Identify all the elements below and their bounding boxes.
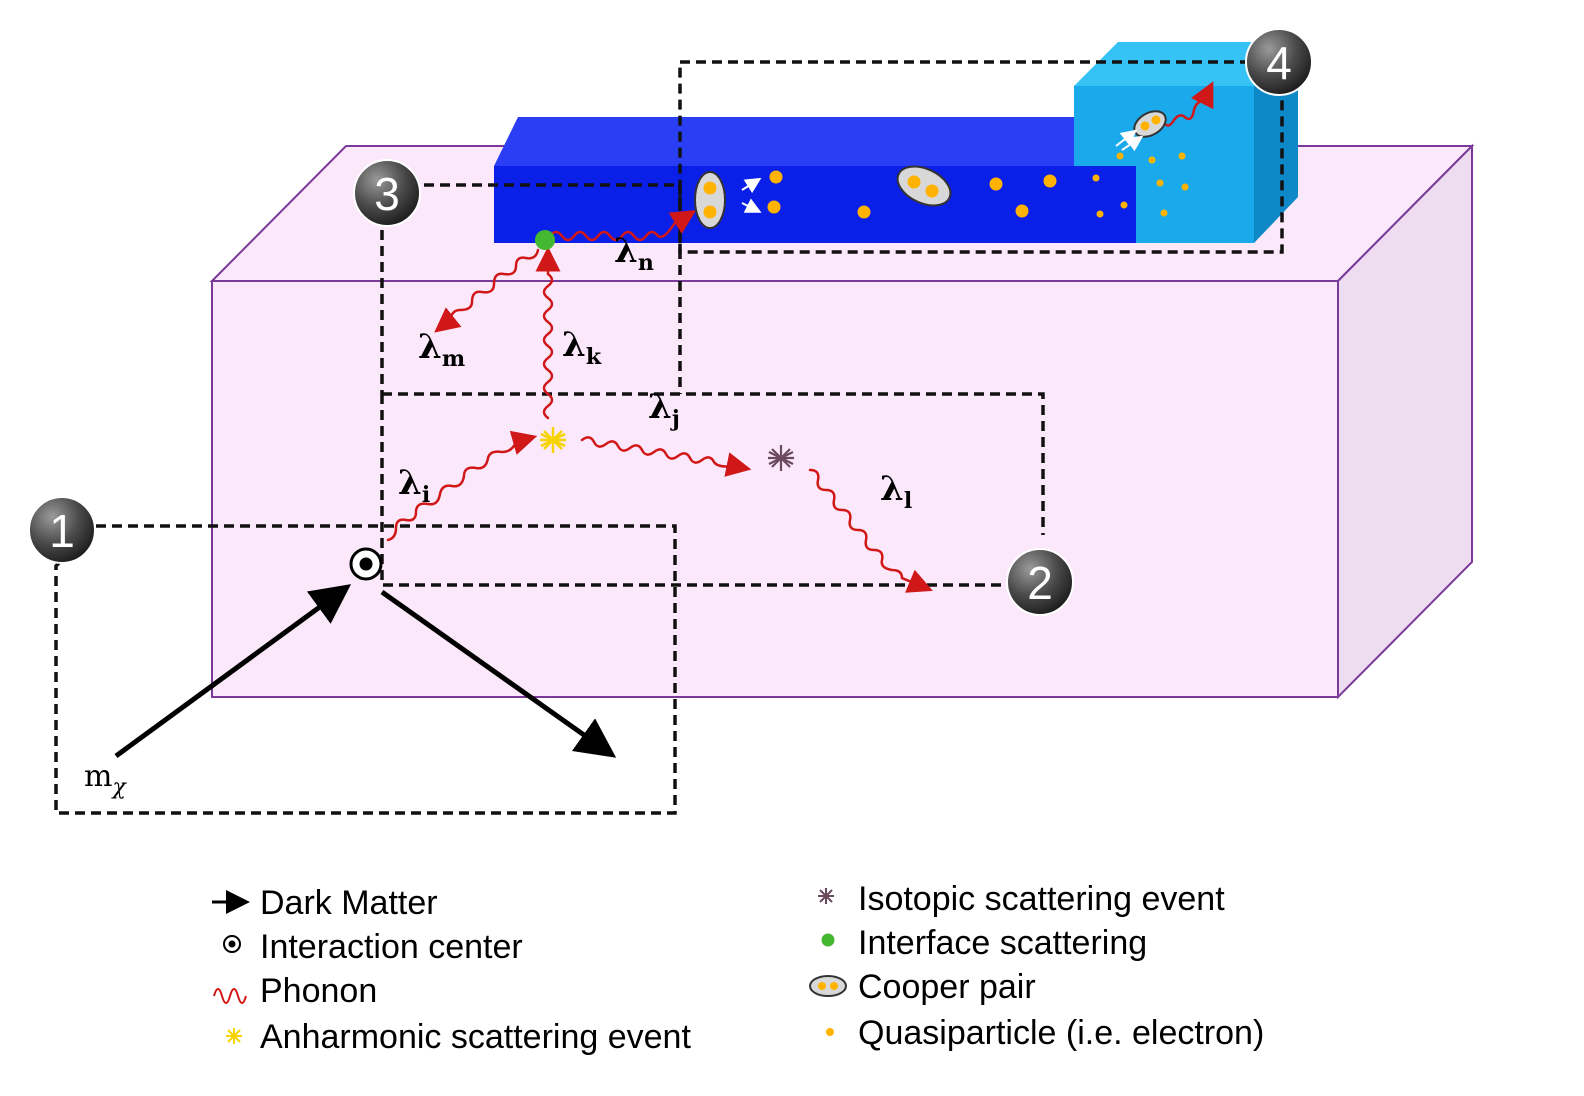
- anharmonic-scattering-icon: [540, 427, 566, 453]
- step-badge-4: 4: [1245, 28, 1313, 96]
- interface-dot-icon: [821, 933, 835, 947]
- phonon-wave-icon: [213, 988, 247, 1004]
- quasiparticle: [1148, 156, 1156, 164]
- lambda-m-label: λm: [418, 327, 465, 372]
- quasiparticle: [1181, 183, 1189, 191]
- svg-text:Phonon: Phonon: [260, 972, 377, 1010]
- svg-text:3: 3: [374, 168, 400, 220]
- isotopic-burst-icon: [818, 888, 834, 904]
- phonon-paths: [386, 81, 1214, 593]
- cooper-pair-film-middle: [896, 165, 952, 207]
- region-2-box: [382, 392, 1045, 535]
- cooper-pair-film-left: [694, 171, 726, 229]
- interface-scattering-dot: [535, 230, 555, 250]
- absorber-top-face: [1074, 42, 1298, 86]
- phonon-m: [434, 248, 540, 333]
- dark-matter-trajectory: [114, 584, 617, 759]
- lambda-j-label: λj: [648, 387, 680, 432]
- lambda-k-label: λk: [562, 325, 602, 370]
- step-badge-2: 2: [1006, 548, 1074, 616]
- dark-matter-outgoing-arrow: [380, 589, 617, 758]
- phonon-l: [808, 468, 933, 593]
- film-top-face: [494, 117, 1152, 166]
- quasiparticle: [1156, 179, 1164, 187]
- svg-text:Cooper pair: Cooper pair: [858, 968, 1036, 1006]
- step-badge-3: 3: [353, 159, 421, 227]
- legend-item-interaction-center: Interaction center: [223, 928, 523, 966]
- svg-text:Isotopic scattering event: Isotopic scattering event: [858, 880, 1225, 918]
- phonon-k: [535, 246, 561, 420]
- svg-text:Dark Matter: Dark Matter: [260, 884, 438, 922]
- quasiparticle: [1160, 209, 1168, 217]
- lambda-i-label: λi: [398, 463, 430, 508]
- phonon-i: [386, 430, 538, 542]
- svg-text:Anharmonic scattering event: Anharmonic scattering event: [260, 1018, 691, 1056]
- superconducting-film: [494, 117, 1152, 243]
- svg-text:2: 2: [1027, 557, 1053, 609]
- interaction-center-icon: [349, 547, 383, 581]
- crystal-front-face: [211, 280, 1339, 698]
- legend-item-cooper-pair: Cooper pair: [809, 968, 1036, 1006]
- legend-item-isotopic: Isotopic scattering event: [818, 880, 1225, 918]
- quasiparticle: [1178, 152, 1186, 160]
- cooper-pair-icon: [809, 975, 847, 997]
- quasiparticle: [989, 177, 1003, 191]
- quasiparticle: [1043, 174, 1057, 188]
- pair-breaking-arrows: [741, 129, 1144, 213]
- legend-item-phonon: Phonon: [213, 972, 377, 1010]
- phonon-n: [548, 210, 697, 242]
- svg-text:1: 1: [49, 505, 75, 557]
- quasiparticle: [767, 200, 781, 214]
- legend-item-dark-matter: Dark Matter: [212, 884, 438, 922]
- quasiparticle: [1092, 174, 1100, 182]
- anharmonic-burst-icon: [226, 1028, 242, 1044]
- quasiparticle: [1015, 204, 1029, 218]
- phonon-j: [580, 436, 752, 477]
- svg-text:Interaction center: Interaction center: [260, 928, 523, 966]
- svg-text:Interface scattering: Interface scattering: [858, 924, 1147, 962]
- film-front-face: [494, 166, 1136, 243]
- quasiparticle: [1096, 210, 1104, 218]
- legend-item-anharmonic: Anharmonic scattering event: [226, 1018, 691, 1056]
- quasiparticle: [769, 170, 783, 184]
- step-badge-1: 1: [28, 496, 96, 564]
- interaction-center-icon: [223, 935, 241, 953]
- svg-text:4: 4: [1266, 37, 1292, 89]
- quasiparticle-dot-icon: [826, 1028, 834, 1036]
- legend-item-quasiparticle: Quasiparticle (i.e. electron): [826, 1014, 1264, 1052]
- absorber-lower-face: [1136, 166, 1254, 243]
- quasiparticle: [1120, 201, 1128, 209]
- dark-matter-mass-label: mχ: [84, 759, 127, 800]
- dark-matter-incoming-arrow: [114, 584, 352, 759]
- quasiparticle: [1116, 152, 1124, 160]
- isotopic-scattering-icon: [768, 445, 794, 471]
- svg-text:Quasiparticle (i.e. electron): Quasiparticle (i.e. electron): [858, 1014, 1264, 1052]
- cooper-pair-absorber: [1133, 110, 1167, 138]
- quasiparticle: [857, 205, 871, 219]
- quasiparticles: [767, 152, 1189, 219]
- region-1-box: [54, 524, 677, 815]
- lambda-l-label: λl: [880, 469, 912, 514]
- lambda-n-label: λn: [614, 231, 654, 276]
- legend: Dark Matter Interaction center Phonon An…: [212, 880, 1264, 1056]
- legend-item-interface: Interface scattering: [821, 924, 1147, 962]
